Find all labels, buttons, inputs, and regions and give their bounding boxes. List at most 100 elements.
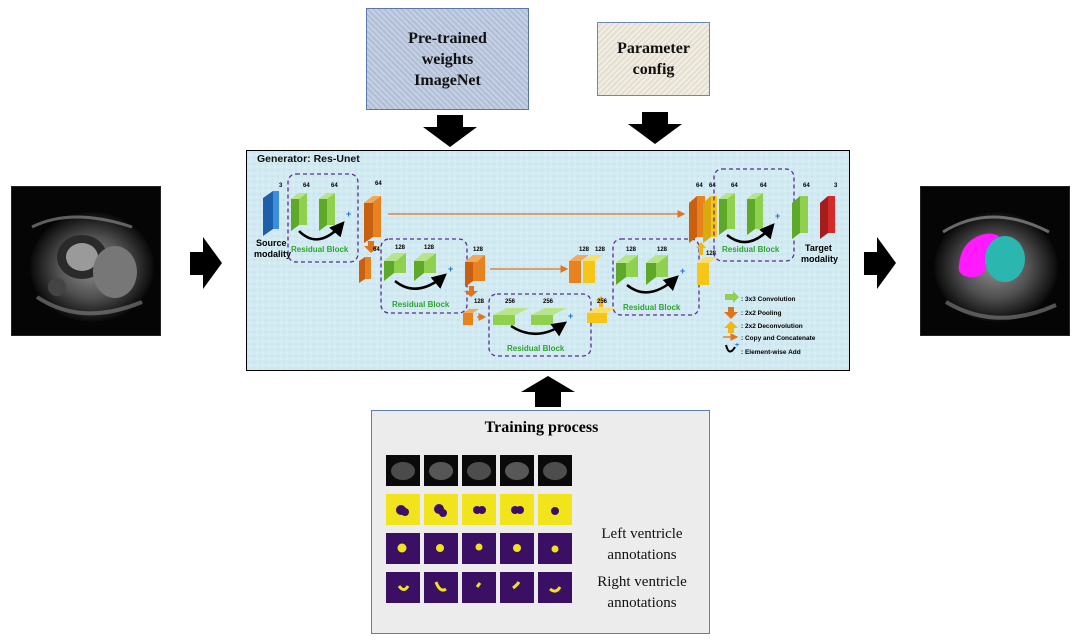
rv-mask-row	[386, 572, 572, 603]
target-output-block	[820, 196, 835, 239]
svg-text:Source: Source	[256, 238, 287, 248]
svg-text:64: 64	[696, 183, 703, 189]
svg-text:Residual Block: Residual Block	[291, 245, 349, 254]
arrow-right-icon	[190, 237, 222, 289]
svg-text:256: 256	[543, 299, 554, 305]
svg-text:Residual Block: Residual Block	[392, 300, 450, 309]
combined-mask-row	[386, 494, 572, 525]
svg-text:Residual Block: Residual Block	[623, 303, 681, 312]
generator-res-unet-panel: Generator: Res-Unet 3 Source modality 64…	[246, 150, 850, 371]
svg-text:128: 128	[595, 247, 606, 253]
svg-text:128: 128	[579, 247, 590, 253]
orange-block	[364, 196, 381, 243]
orange-block	[583, 255, 603, 283]
arrow-down-icon	[628, 112, 682, 144]
pretrained-weights-box: Pre-trained weights ImageNet	[366, 8, 529, 110]
svg-text:modality: modality	[801, 254, 838, 264]
green-block	[291, 193, 307, 231]
svg-text:128: 128	[626, 247, 637, 253]
plus-icon: +	[568, 311, 573, 321]
svg-text:256: 256	[597, 299, 608, 305]
param-line-1: Parameter	[617, 40, 690, 57]
green-block	[646, 255, 668, 285]
green-block	[493, 308, 529, 325]
residual-block-2	[380, 238, 468, 314]
svg-text:3: 3	[279, 183, 283, 189]
svg-text:: 2x2 Pooling: : 2x2 Pooling	[741, 310, 781, 317]
rv-segmentation	[985, 236, 1025, 282]
yellow-block	[697, 257, 717, 285]
rv-label-line-1: Right ventricle	[597, 574, 687, 590]
svg-text:64: 64	[303, 183, 310, 189]
add-legend-icon	[725, 344, 736, 353]
orange-block	[465, 255, 485, 287]
target-segmentation-image	[920, 186, 1070, 336]
svg-text:128: 128	[424, 245, 435, 251]
lv-mask-row	[386, 533, 572, 564]
svg-text:128: 128	[395, 245, 406, 251]
conv-legend-icon	[725, 291, 739, 303]
training-sample-grid	[386, 455, 572, 603]
svg-text:64: 64	[375, 181, 382, 187]
arrow-down-icon	[423, 115, 477, 147]
residual-block-1	[287, 173, 359, 263]
svg-text:3: 3	[834, 183, 838, 189]
green-block	[531, 308, 567, 325]
svg-text:64: 64	[373, 247, 380, 253]
arrow-right-icon	[864, 237, 896, 289]
green-block	[616, 255, 638, 285]
pretrained-line-2: weights	[421, 50, 474, 68]
orange-block	[689, 196, 705, 243]
orange-block	[359, 257, 371, 283]
svg-text:: 3x3 Convolution: : 3x3 Convolution	[741, 296, 796, 303]
svg-text:+: +	[735, 342, 739, 349]
lv-annotations-label: Left ventricle annotations	[582, 524, 702, 566]
svg-text:128: 128	[657, 247, 668, 253]
arrow-up-icon	[521, 376, 575, 407]
svg-text:128: 128	[473, 247, 484, 253]
green-block	[747, 193, 763, 235]
green-block	[414, 253, 436, 281]
green-block	[384, 253, 406, 281]
yellow-block	[587, 308, 615, 323]
legend: : 3x3 Convolution : 2x2 Pooling : 2x2 De…	[723, 291, 816, 356]
svg-text:64: 64	[803, 183, 810, 189]
svg-text:Residual Block: Residual Block	[507, 344, 565, 353]
svg-text:modality: modality	[254, 249, 291, 259]
lv-label-line-2: annotations	[607, 547, 677, 563]
svg-text:64: 64	[709, 183, 716, 189]
orange-block	[569, 255, 589, 283]
deconv-legend-icon	[724, 321, 738, 333]
svg-text:Target: Target	[805, 243, 832, 253]
rv-annotations-label: Right ventricle annotations	[582, 572, 702, 614]
svg-text:128: 128	[474, 299, 485, 305]
generator-title: Generator: Res-Unet	[257, 153, 360, 165]
svg-text:128: 128	[706, 251, 717, 257]
plus-icon: +	[448, 264, 453, 274]
svg-text:: 2x2 Deconvolution: : 2x2 Deconvolution	[741, 323, 803, 330]
source-input-block	[263, 191, 279, 236]
svg-text:64: 64	[331, 183, 338, 189]
parameter-config-box: Parameter config	[597, 22, 710, 96]
source-mri-image	[11, 186, 161, 336]
orange-block	[463, 309, 479, 325]
res-unet-diagram: Generator: Res-Unet 3 Source modality 64…	[247, 151, 849, 370]
pool-legend-icon	[724, 307, 738, 319]
pretrained-line-1: Pre-trained	[408, 29, 487, 47]
svg-text:: Element-wise Add: : Element-wise Add	[741, 349, 801, 356]
yellow-block	[703, 196, 717, 243]
pretrained-line-3: ImageNet	[414, 71, 481, 89]
svg-text:64: 64	[731, 183, 738, 189]
svg-text:Residual Block: Residual Block	[722, 245, 780, 254]
plus-icon: +	[680, 266, 685, 276]
mri-thumbnail-row	[386, 455, 572, 486]
svg-text:: Copy and Concatenate: : Copy and Concatenate	[741, 335, 816, 342]
rv-label-line-2: annotations	[607, 595, 677, 611]
training-title: Training process	[484, 419, 599, 436]
green-block	[792, 196, 808, 239]
green-block	[319, 193, 335, 231]
plus-icon: +	[346, 209, 351, 219]
svg-text:64: 64	[760, 183, 767, 189]
plus-icon: +	[775, 211, 780, 221]
